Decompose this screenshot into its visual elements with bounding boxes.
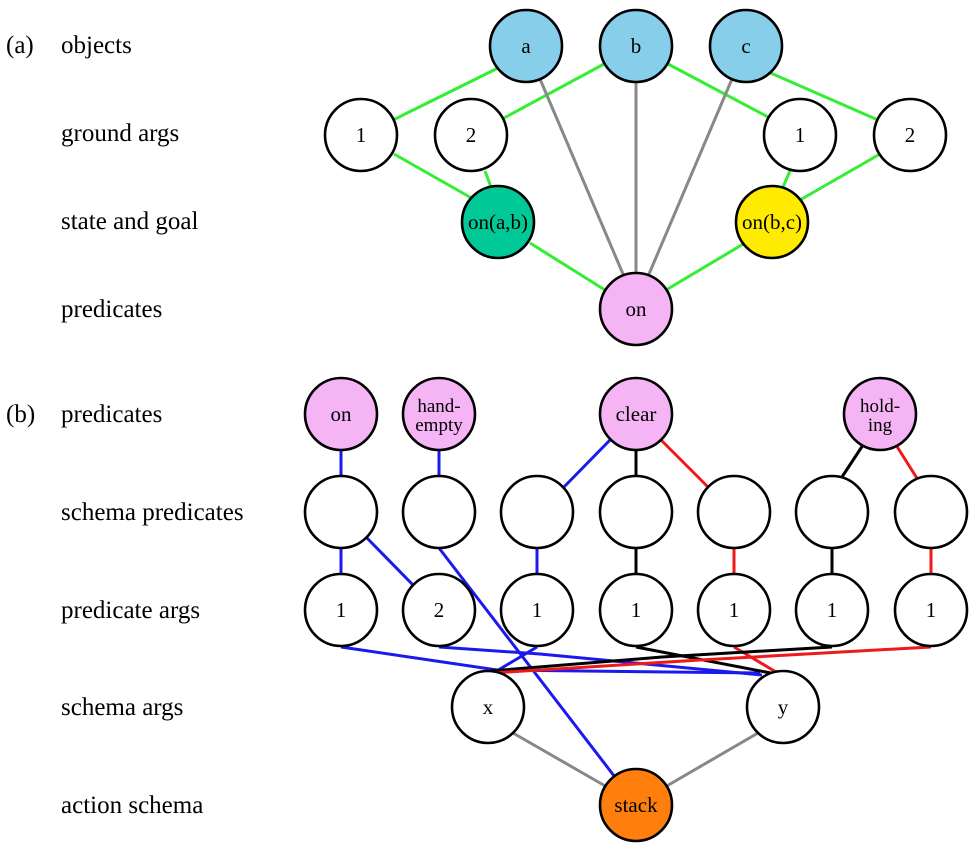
svg-text:1: 1 <box>729 598 740 622</box>
svg-text:on(b,c): on(b,c) <box>742 210 802 234</box>
edge-clear-sp5 <box>659 438 712 491</box>
svg-text:stack: stack <box>614 793 658 817</box>
predicate-arg-node: 1 <box>499 572 575 648</box>
svg-text:x: x <box>483 695 494 719</box>
svg-text:1: 1 <box>827 598 838 622</box>
row-label-objects: objects <box>61 32 132 59</box>
row-label-predicates-a: predicates <box>61 296 162 323</box>
ground-arg-node: 2 <box>433 97 509 173</box>
svg-text:hold-: hold- <box>860 396 900 417</box>
row-label-ground-args: ground args <box>61 120 179 147</box>
predicate-node-clear: clear <box>598 376 674 452</box>
svg-text:on(a,b): on(a,b) <box>468 210 528 234</box>
edge-a-on <box>538 78 625 275</box>
edge-ga1-state <box>393 152 476 202</box>
svg-text:on: on <box>626 297 648 321</box>
row-label-action-schema: action schema <box>61 792 203 819</box>
edge-ga2-state <box>483 170 493 188</box>
schema-predicate-node <box>598 474 674 550</box>
svg-text:1: 1 <box>795 123 806 147</box>
edge-sp2-stack <box>437 547 620 782</box>
edge-a-ga1 <box>392 65 501 122</box>
edge-y-stack <box>664 731 759 789</box>
goal-node: on(b,c) <box>734 184 810 260</box>
edge-b-ga3 <box>667 62 771 120</box>
state-node: on(a,b) <box>460 184 536 260</box>
svg-text:1: 1 <box>532 598 543 622</box>
edge-c-on <box>647 78 734 275</box>
schema-predicate-node <box>696 474 772 550</box>
panel-a: (a) objects ground args state and goal p… <box>6 8 948 347</box>
svg-text:b: b <box>631 34 642 58</box>
panel-b-tag: (b) <box>6 401 35 428</box>
edge-b-ga2 <box>503 62 605 120</box>
edge-x-stack <box>512 731 608 789</box>
action-schema-node-stack: stack <box>598 767 674 843</box>
panel-b-edges <box>339 438 933 789</box>
panel-b: (b) predicates schema predicates predica… <box>6 376 969 843</box>
object-node-a: a <box>488 8 564 84</box>
row-label-predicates-b: predicates <box>61 401 162 428</box>
edge-clear-sp3 <box>560 438 612 491</box>
ground-arg-node: 1 <box>323 97 399 173</box>
predicate-node-handempty: hand- empty <box>401 376 477 452</box>
schema-predicate-node <box>499 474 575 550</box>
edge-pa7-x <box>491 645 932 675</box>
schema-arg-node-y: y <box>745 669 821 745</box>
panel-a-tag: (a) <box>6 32 34 59</box>
svg-text:hand-: hand- <box>417 396 460 417</box>
predicate-arg-node: 1 <box>794 572 870 648</box>
svg-text:a: a <box>521 34 531 58</box>
row-label-schema-args: schema args <box>61 694 183 721</box>
svg-text:ing: ing <box>868 415 893 436</box>
svg-text:2: 2 <box>434 598 445 622</box>
edge-holding-sp7 <box>894 444 922 484</box>
ground-arg-node: 1 <box>762 97 838 173</box>
edge-pa2-y <box>438 645 763 677</box>
svg-text:1: 1 <box>631 598 642 622</box>
schema-arg-node-x: x <box>450 669 526 745</box>
predicate-node-on: on <box>303 376 379 452</box>
predicate-arg-node: 1 <box>303 572 379 648</box>
svg-text:1: 1 <box>926 598 937 622</box>
predicate-node-on: on <box>598 271 674 347</box>
svg-text:empty: empty <box>415 415 463 436</box>
object-node-c: c <box>708 8 784 84</box>
predicate-arg-node: 1 <box>893 572 969 648</box>
ground-arg-node: 2 <box>872 97 948 173</box>
schema-predicate-node <box>893 474 969 550</box>
panel-a-edges <box>392 62 881 292</box>
schema-predicate-node <box>401 474 477 550</box>
svg-text:2: 2 <box>905 123 916 147</box>
edge-ga4-goal <box>799 152 881 202</box>
edge-state-on <box>529 241 606 292</box>
svg-text:1: 1 <box>336 598 347 622</box>
row-label-predicate-args: predicate args <box>61 597 200 624</box>
edge-pa6-x <box>489 645 833 673</box>
object-node-b: b <box>598 8 674 84</box>
svg-text:y: y <box>778 695 789 719</box>
svg-text:2: 2 <box>466 123 477 147</box>
edge-sp1-pa2 <box>364 535 416 588</box>
svg-text:clear: clear <box>616 402 657 426</box>
predicate-arg-node: 1 <box>598 572 674 648</box>
svg-text:on: on <box>331 402 353 426</box>
svg-text:1: 1 <box>356 123 367 147</box>
schema-predicate-node <box>303 474 379 550</box>
schema-predicate-node <box>794 474 870 550</box>
predicate-node-holding: hold- ing <box>842 376 918 452</box>
edge-goal-on <box>665 241 746 292</box>
edge-ga3-goal <box>781 170 792 188</box>
row-label-schema-predicates: schema predicates <box>61 499 244 526</box>
svg-text:c: c <box>741 34 750 58</box>
predicate-arg-node: 2 <box>401 572 477 648</box>
row-label-state-and-goal: state and goal <box>61 208 199 235</box>
predicate-arg-node: 1 <box>696 572 772 648</box>
